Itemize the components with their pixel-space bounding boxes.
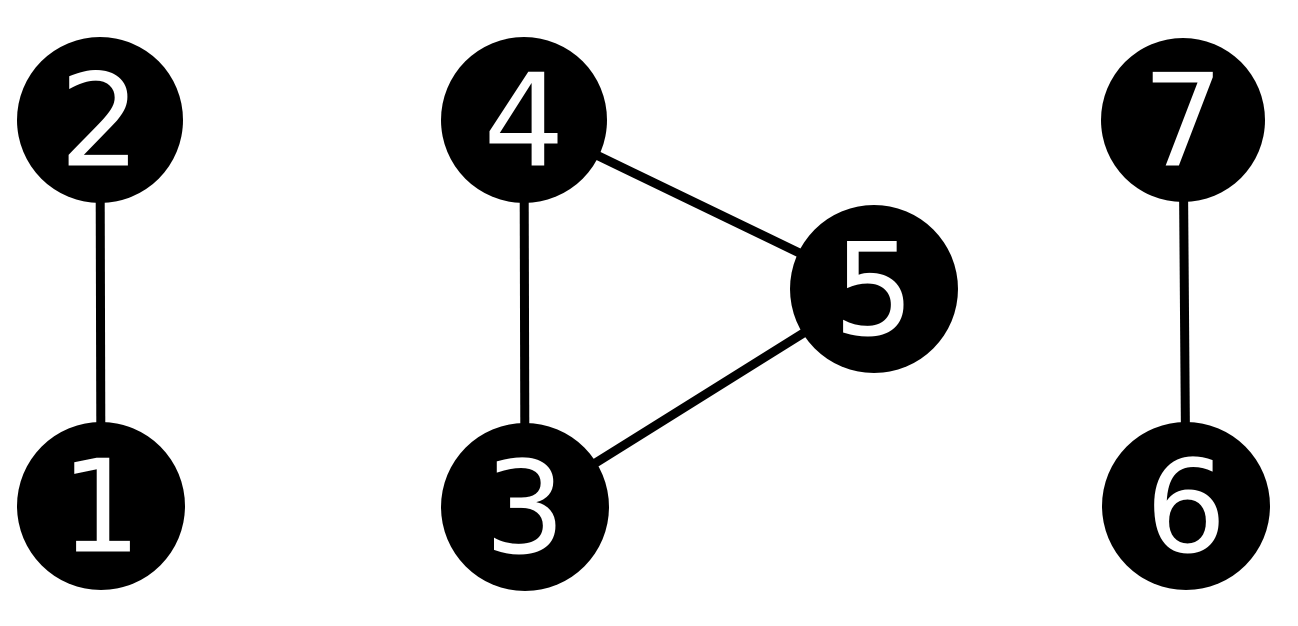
- graph-node-6[interactable]: 6: [1102, 422, 1270, 590]
- graph-node-circle-1[interactable]: [17, 422, 185, 590]
- graph-node-7[interactable]: 7: [1101, 38, 1265, 202]
- graph-node-circle-5[interactable]: [790, 205, 958, 373]
- graph-node-circle-6[interactable]: [1102, 422, 1270, 590]
- graph-node-2[interactable]: 2: [17, 37, 183, 203]
- edges-layer: [95, 115, 1191, 511]
- graph-node-circle-3[interactable]: [441, 423, 609, 591]
- nodes-layer: 1 2 3 4 56 7: [17, 37, 1270, 591]
- graph-node-circle-4[interactable]: [441, 37, 607, 203]
- graph-node-circle-2[interactable]: [17, 37, 183, 203]
- graph-node-1[interactable]: 1: [17, 422, 185, 590]
- graph-node-4[interactable]: 4: [441, 37, 607, 203]
- graph-node-5[interactable]: 5: [790, 205, 958, 373]
- graph-node-3[interactable]: 3: [441, 423, 609, 591]
- graph-node-circle-7[interactable]: [1101, 38, 1265, 202]
